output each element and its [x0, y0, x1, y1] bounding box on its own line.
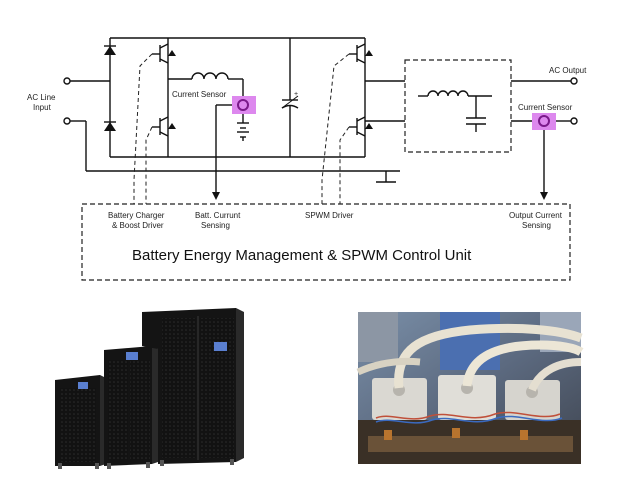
small-cabinet — [55, 375, 106, 469]
current-sensor-left-label: Current Sensor — [172, 90, 227, 99]
output-current-sensor — [532, 113, 556, 200]
medium-cabinet — [104, 346, 158, 469]
output-current-label-1: Output Current — [509, 211, 563, 220]
batt-current-label-1: Batt. Currunt — [195, 211, 241, 220]
ground-symbol — [376, 171, 396, 183]
inverter-igbt-leg — [349, 38, 405, 157]
control-unit-box — [81, 203, 571, 281]
output-filter — [404, 59, 512, 153]
ac-line-input-label-2: Input — [33, 103, 52, 112]
spwm-driver-label: SPWM Driver — [305, 211, 354, 220]
battery-current-sensor — [212, 96, 256, 200]
sensor-closeup-photo — [356, 312, 584, 464]
ac-line-input-label-1: AC Line — [27, 93, 56, 102]
circuit-schematic: + — [27, 37, 587, 281]
control-unit-label: Battery Energy Management & SPWM Control… — [132, 247, 472, 264]
rectifier-leg — [104, 38, 116, 157]
battery-charger-label-1: Battery Charger — [108, 211, 165, 220]
svg-text:+: + — [294, 91, 298, 98]
battery-charger-label-2: & Boost Driver — [112, 221, 164, 230]
batt-current-label-2: Sensing — [201, 221, 230, 230]
output-current-label-2: Sensing — [522, 221, 551, 230]
ac-input-terminals — [63, 77, 400, 172]
current-sensor-right-label: Current Sensor — [518, 103, 573, 112]
ac-output-label: AC Output — [549, 66, 587, 75]
ups-cabinets-photo — [55, 308, 244, 469]
driver-signal-lines — [133, 53, 350, 204]
ac-output-terminals — [511, 77, 578, 125]
large-cabinet — [142, 308, 244, 466]
boost-igbt-leg — [152, 38, 176, 157]
dc-link-capacitor: + — [281, 38, 299, 157]
